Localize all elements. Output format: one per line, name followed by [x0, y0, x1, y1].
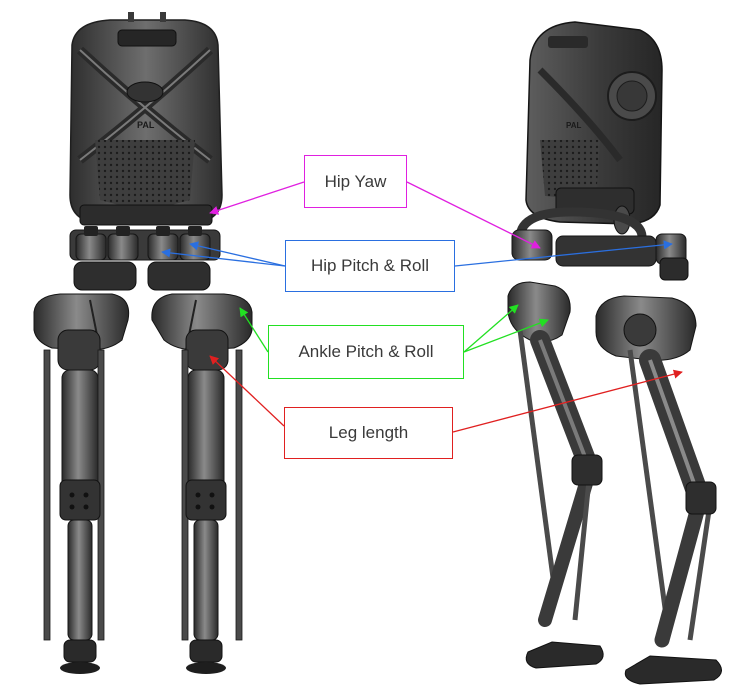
side-right-leg	[595, 295, 722, 685]
robot-three-quarter-view: PAL	[507, 21, 722, 685]
front-right-leg	[151, 293, 253, 674]
ankle-arrow-front	[239, 307, 269, 353]
side-torso: PAL	[525, 21, 663, 235]
hip-pitch-arrow-side	[454, 240, 673, 267]
hip-yaw-label: Hip Yaw	[304, 155, 407, 208]
front-left-leg	[33, 293, 130, 674]
ankle-pitch-roll-label: Ankle Pitch & Roll	[268, 325, 464, 379]
leg-length-arrow-front	[209, 355, 285, 427]
hip-yaw-arrow-side	[406, 181, 541, 249]
hip-pitch-roll-text: Hip Pitch & Roll	[310, 256, 430, 275]
leg-length-label: Leg length	[284, 407, 453, 459]
front-torso: PAL	[69, 12, 223, 226]
hip-pitch-roll-label: Hip Pitch & Roll	[285, 240, 455, 292]
side-hip-ring	[515, 207, 647, 239]
robot-front-view: PAL	[33, 12, 253, 674]
hip-yaw-text: Hip Yaw	[324, 171, 387, 191]
svg-text:PAL: PAL	[566, 121, 582, 130]
side-left-leg	[507, 281, 604, 669]
ankle-arrow-side-2	[463, 318, 549, 353]
hip-yaw-arrow-front	[209, 181, 305, 215]
hip-pitch-arrow-front-2	[189, 241, 286, 267]
ankle-arrow-side-1	[463, 304, 519, 353]
hip-pitch-arrow-front-1	[161, 248, 286, 267]
annotation-arrows	[161, 181, 683, 433]
front-hip-motors	[69, 226, 221, 291]
side-hip-motors	[511, 229, 689, 281]
ankle-pitch-roll-text: Ankle Pitch & Roll	[298, 342, 434, 361]
leg-length-text: Leg length	[328, 423, 409, 442]
leg-length-arrow-side	[452, 369, 683, 433]
svg-text:PAL: PAL	[137, 120, 155, 130]
